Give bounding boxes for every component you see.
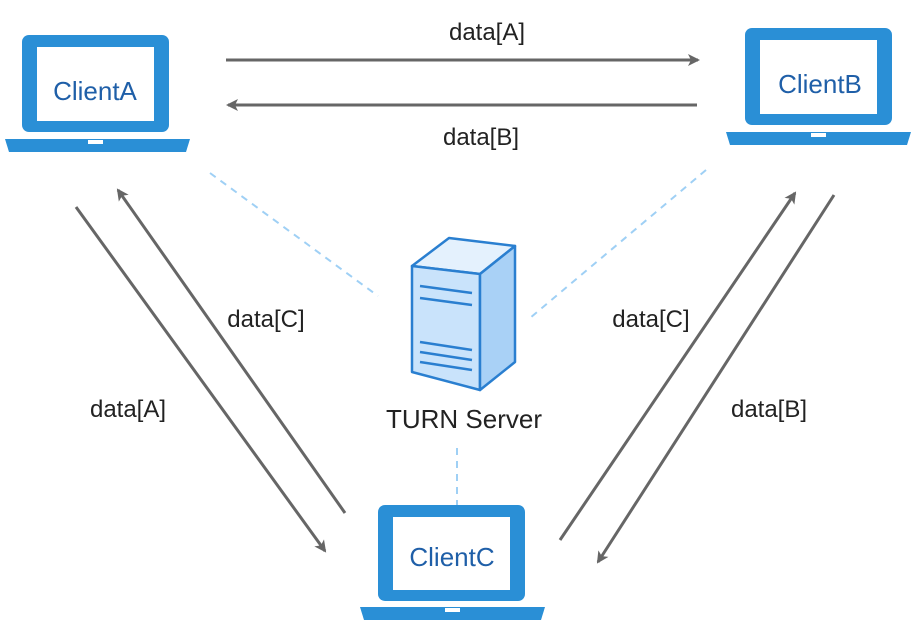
server-links [209, 169, 707, 505]
arrow-b-to-c [596, 194, 836, 564]
client-b: ClientB [726, 28, 911, 145]
flow-label-a-to-c: data[A] [90, 396, 166, 423]
flow-label-c-to-a: data[C] [227, 306, 304, 333]
flow-label-a-to-b: data[A] [449, 19, 525, 46]
flow-arrows [74, 54, 836, 564]
link-server-client-b [529, 169, 707, 319]
client-a: ClientA [5, 35, 190, 152]
laptop-icon [360, 505, 545, 620]
arrow-a-to-c [74, 206, 327, 553]
client-c-label: ClientC [409, 542, 494, 572]
link-server-client-a [209, 172, 379, 297]
flow-label-b-to-a: data[B] [443, 124, 519, 151]
client-c: ClientC [360, 505, 545, 620]
arrow-c-to-b [558, 191, 797, 541]
laptop-icon [726, 28, 911, 145]
flow-label-c-to-b: data[C] [612, 306, 689, 333]
arrow-c-to-a [116, 188, 347, 514]
flow-labels: data[A] data[B] data[C] data[A] data[C] … [90, 19, 807, 423]
turn-server: TURN Server [386, 236, 542, 434]
server-tower-icon [410, 236, 517, 392]
client-a-label: ClientA [53, 76, 137, 106]
flow-label-b-to-c: data[B] [731, 396, 807, 423]
laptop-icon [5, 35, 190, 152]
turn-server-label: TURN Server [386, 404, 542, 434]
client-b-label: ClientB [778, 69, 862, 99]
